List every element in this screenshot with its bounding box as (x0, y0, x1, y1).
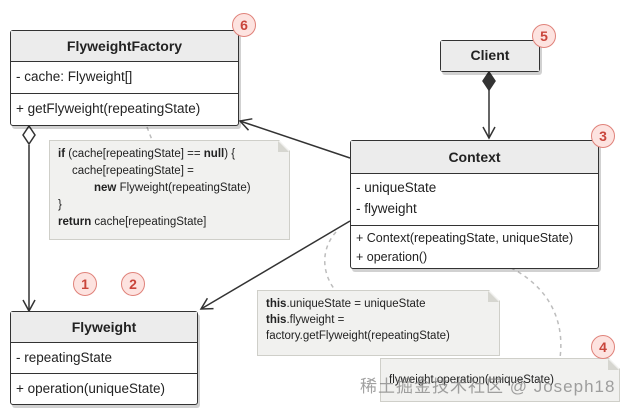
code-line: factory.getFlyweight(repeatingState) (266, 330, 450, 342)
code-line: } (58, 199, 62, 211)
hollow-diamond-icon (22, 124, 36, 146)
code-text: ) { (224, 148, 236, 160)
class-client: Client (440, 40, 540, 72)
method: + operation() (356, 250, 428, 264)
class-methods: + operation(uniqueState) (11, 374, 197, 404)
class-fields: - repeatingState (11, 343, 197, 374)
code-text: Flyweight(repeatingState) (116, 182, 251, 194)
code-text: .uniqueState = uniqueState (286, 298, 426, 310)
class-methods: + getFlyweight(repeatingState) (11, 94, 238, 124)
note-get-flyweight-code: if (cache[repeatingState] == null) { cac… (49, 140, 290, 240)
watermark-text: 稀土掘金技术社区 @ Joseph18 (360, 377, 616, 396)
note-context-constructor-code: this.uniqueState = uniqueState this.flyw… (257, 290, 500, 356)
code-keyword: null (203, 148, 225, 160)
filled-diamond-icon (482, 70, 496, 92)
context-flyweight-association (199, 220, 351, 310)
class-name: Client (441, 41, 539, 71)
step-badge-5: 5 (532, 24, 556, 48)
code-keyword: return (58, 216, 92, 228)
field: - uniqueState (356, 180, 437, 195)
field: - cache: Flyweight[] (16, 69, 133, 84)
note-operation-code: flyweight.operation(uniqueState) (380, 358, 620, 402)
note-fold (488, 291, 499, 302)
factory-note-connector (146, 126, 153, 141)
code-keyword: new (94, 182, 117, 194)
class-name: Flyweight (11, 312, 197, 343)
code-text: cache[repeatingState] (91, 216, 207, 228)
class-fields: - uniqueState - flyweight (351, 174, 598, 226)
context-factory-association (238, 118, 351, 159)
code-keyword: this (266, 314, 287, 326)
code-line: cache[repeatingState] = (72, 165, 194, 177)
class-flyweight-factory: FlyweightFactory - cache: Flyweight[] + … (10, 30, 239, 126)
code-keyword: this (266, 298, 287, 310)
method: + Context(repeatingState, uniqueState) (356, 231, 574, 245)
code-keyword: if (58, 148, 66, 160)
code-line: this.uniqueState = uniqueState (266, 296, 491, 312)
field: - flyweight (356, 201, 417, 216)
method: + operation(uniqueState) (16, 381, 165, 396)
class-methods: + Context(repeatingState, uniqueState) +… (351, 226, 598, 267)
code-line: flyweight.operation(uniqueState) (389, 374, 554, 386)
note-fold (608, 359, 619, 370)
step-badge-2: 2 (121, 272, 145, 296)
class-name: FlyweightFactory (11, 31, 238, 62)
code-line: if (cache[repeatingState] == null) { (58, 146, 281, 163)
code-line: new Flyweight(repeatingState) (58, 180, 281, 197)
step-badge-1: 1 (73, 272, 97, 296)
code-text: .flyweight = (286, 314, 345, 326)
step-badge-4: 4 (591, 335, 615, 359)
class-context: Context - uniqueState - flyweight + Cont… (350, 140, 599, 269)
method: + getFlyweight(repeatingState) (16, 101, 201, 116)
code-text: (cache[repeatingState] == (65, 148, 204, 160)
class-flyweight: Flyweight - repeatingState + operation(u… (10, 311, 198, 405)
field: - repeatingState (16, 350, 113, 365)
class-name: Context (351, 141, 598, 174)
note-fold (278, 141, 289, 152)
code-line: this.flyweight = (266, 312, 491, 328)
code-line: return cache[repeatingState] (58, 214, 281, 231)
step-badge-3: 3 (591, 124, 615, 148)
context-note-connector (324, 231, 346, 301)
class-fields: - cache: Flyweight[] (11, 62, 238, 94)
step-badge-6: 6 (232, 13, 256, 37)
